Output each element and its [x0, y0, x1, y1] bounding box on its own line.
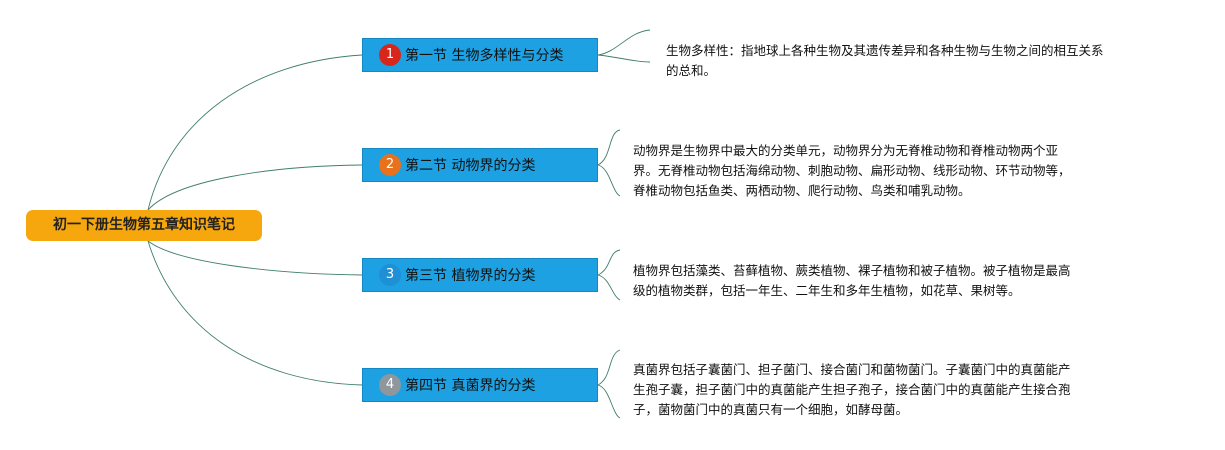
note-line: 脊椎动物包括鱼类、两栖动物、爬行动物、鸟类和哺乳动物。: [633, 183, 971, 198]
connector-topic-4-note-lower: [597, 384, 621, 419]
note-line: 界。无脊椎动物包括海绵动物、刺胞动物、扁形动物、线形动物、环节动物等，: [633, 163, 1071, 178]
topic-label: 第三节 植物界的分类: [405, 268, 536, 284]
note-section-3[interactable]: 植物界包括藻类、苔藓植物、蕨类植物、裸子植物和被子植物。被子植物是最高 级的植物…: [633, 261, 1071, 301]
section-number-badge: 4: [379, 374, 401, 396]
note-section-2[interactable]: 动物界是生物界中最大的分类单元，动物界分为无脊椎动物和脊椎动物两个亚 界。无脊椎…: [633, 141, 1071, 201]
section-number-badge: 2: [379, 154, 401, 176]
note-line: 植物界包括藻类、苔藓植物、蕨类植物、裸子植物和被子植物。被子植物是最高: [633, 263, 1071, 278]
root-topic[interactable]: 初一下册生物第五章知识笔记: [26, 210, 262, 241]
note-line: 生物多样性：指地球上各种生物及其遗传差异和各种生物与生物之间的相互关系: [666, 43, 1104, 58]
connector-topic-1-note-lower: [597, 54, 651, 63]
topic-section-4[interactable]: 4 第四节 真菌界的分类: [362, 368, 598, 402]
connector-root-topic-2: [147, 164, 363, 211]
topic-label: 第一节 生物多样性与分类: [405, 48, 564, 64]
connector-root-topic-4: [147, 240, 363, 386]
connector-topic-2-note-lower: [597, 164, 621, 197]
connector-topic-4-note-upper: [597, 349, 621, 386]
note-line: 级的植物类群，包括一年生、二年生和多年生植物，如花草、果树等。: [633, 283, 1021, 298]
topic-section-3[interactable]: 3 第三节 植物界的分类: [362, 258, 598, 292]
connector-topic-3-note-lower: [597, 274, 621, 301]
connector-root-topic-1: [147, 54, 363, 211]
note-section-1[interactable]: 生物多样性：指地球上各种生物及其遗传差异和各种生物与生物之间的相互关系 的总和。: [666, 41, 1104, 81]
note-line: 的总和。: [666, 63, 717, 78]
section-number-badge: 1: [379, 44, 401, 66]
note-line: 生孢子囊，担子菌门中的真菌能产生担子孢子，接合菌门中的真菌能产生接合孢: [633, 382, 1071, 397]
note-line: 真菌界包括子囊菌门、担子菌门、接合菌门和菌物菌门。子囊菌门中的真菌能产: [633, 362, 1071, 377]
topic-label: 第二节 动物界的分类: [405, 158, 536, 174]
section-number-badge: 3: [379, 264, 401, 286]
note-line: 子，菌物菌门中的真菌只有一个细胞，如酵母菌。: [633, 402, 909, 417]
note-section-4[interactable]: 真菌界包括子囊菌门、担子菌门、接合菌门和菌物菌门。子囊菌门中的真菌能产 生孢子囊…: [633, 360, 1071, 420]
connector-root-topic-3: [147, 240, 363, 276]
connector-topic-3-note-upper: [597, 249, 621, 276]
connector-topic-1-note-upper: [597, 29, 651, 56]
note-line: 动物界是生物界中最大的分类单元，动物界分为无脊椎动物和脊椎动物两个亚: [633, 143, 1059, 158]
topic-section-1[interactable]: 1 第一节 生物多样性与分类: [362, 38, 598, 72]
topic-label: 第四节 真菌界的分类: [405, 378, 536, 394]
topic-section-2[interactable]: 2 第二节 动物界的分类: [362, 148, 598, 182]
connector-topic-2-note-upper: [597, 129, 621, 166]
